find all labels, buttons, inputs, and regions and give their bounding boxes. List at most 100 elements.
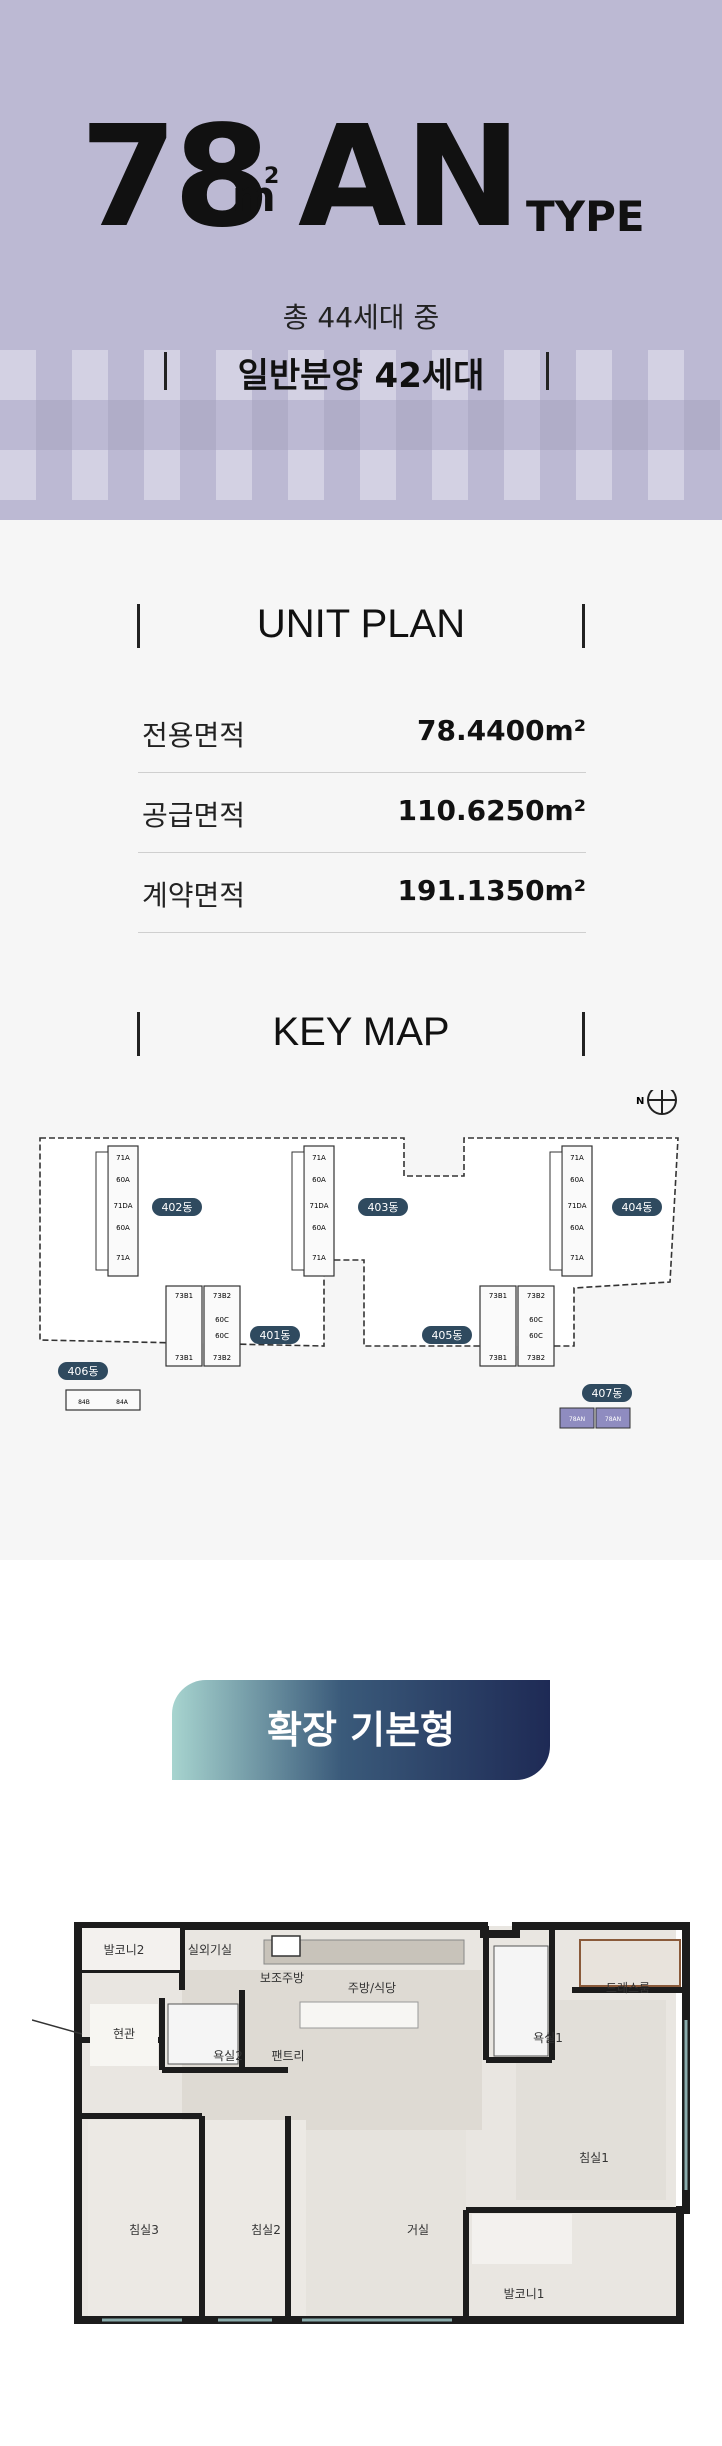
unit-tag: 71A	[312, 1154, 326, 1162]
room-label-living: 거실	[407, 2223, 429, 2237]
unit-tag: 60A	[312, 1176, 326, 1184]
north-compass-icon: N	[636, 1090, 677, 1115]
unit-tag: 84A	[116, 1399, 129, 1406]
building-402: 71A 60A 71DA 60A 71A 402동	[95, 1145, 202, 1277]
unit-tag: 60A	[116, 1176, 130, 1184]
room-label-pantry: 팬트리	[271, 2049, 304, 2063]
unit-tag: 71DA	[568, 1202, 587, 1210]
unit-tag: 60C	[529, 1316, 543, 1324]
unit-tag: 60C	[215, 1332, 229, 1340]
key-map-title: KEY MAP	[272, 1010, 450, 1054]
unit-tag: 60A	[116, 1224, 130, 1232]
area-row-supply: 공급면적 110.6250m²	[138, 772, 586, 853]
unit-tag: 60C	[529, 1332, 543, 1340]
room-label-bedroom3: 침실3	[129, 2223, 159, 2237]
checker-tile	[360, 350, 396, 400]
svg-text:N: N	[636, 1096, 644, 1107]
checker-tile	[180, 400, 216, 450]
checker-tile	[108, 400, 144, 450]
dressroom-shelf	[579, 1939, 681, 1987]
title-bar-right	[582, 1012, 585, 1056]
checker-tile	[36, 400, 72, 450]
type-letters: AN	[298, 96, 522, 259]
hero-header: 78 m 2 AN TYPE 총 44세대 중 일반분양 42세대	[0, 0, 722, 520]
checker-tile	[252, 400, 288, 450]
key-map: N 71A 60A 71DA 60A 71A 402동 71A 60A 71DA…	[39, 1090, 679, 1429]
checker-tile	[576, 450, 612, 500]
room-label-bathroom1: 욕실1	[533, 2031, 563, 2045]
size-number: 78	[80, 96, 271, 259]
checker-tile	[0, 350, 36, 400]
room-label-bedroom2: 침실2	[251, 2223, 281, 2237]
area-row-contract: 계약면적 191.1350m²	[138, 852, 586, 933]
checker-tile	[468, 400, 504, 450]
building-404: 71A 60A 71DA 60A 71A 404동	[549, 1145, 662, 1277]
living-floor	[290, 2130, 466, 2324]
unit-tag: 71A	[570, 1154, 584, 1162]
general-sale: 일반분양 42세대	[237, 356, 485, 396]
unit-tag: 71DA	[114, 1202, 133, 1210]
checker-tile	[648, 350, 684, 400]
unit-tag: 73B1	[489, 1292, 507, 1300]
building-tag: 405동	[431, 1329, 462, 1342]
unit-tag: 71A	[116, 1154, 130, 1162]
building-tag: 401동	[259, 1329, 290, 1342]
unit-tag: 73B1	[489, 1354, 507, 1362]
room-label-kitchen: 주방/식당	[348, 1981, 396, 1995]
building-406: 406동 84B 84A	[58, 1362, 141, 1411]
total-households: 총 44세대 중	[282, 301, 440, 334]
building-tag: 402동	[161, 1201, 192, 1214]
floor-plan: 발코니2 실외기실 보조주방 주방/식당 드레스룸 현관 욕실2 팬트리 욕실1…	[32, 1922, 690, 2324]
checker-tile	[540, 400, 576, 450]
room-label-balcony1: 발코니1	[504, 2287, 545, 2301]
balcony2	[82, 1928, 180, 1970]
checker-tile	[612, 400, 648, 450]
room-label-dressroom: 드레스룸	[606, 1981, 650, 1995]
type-word: TYPE	[526, 192, 645, 241]
checker-tile	[324, 400, 360, 450]
bathroom1	[493, 1945, 549, 2057]
area-value: 78.4400m²	[417, 714, 586, 747]
checker-tile	[504, 450, 540, 500]
checker-tile	[648, 450, 684, 500]
area-label: 전용면적	[142, 719, 246, 752]
title-bar-left	[137, 604, 140, 648]
unit-tag: 73B2	[213, 1292, 231, 1300]
checker-tile	[360, 450, 396, 500]
checker-tile	[72, 350, 108, 400]
title-bar-left	[137, 1012, 140, 1056]
checker-tile	[216, 450, 252, 500]
checker-tile	[216, 350, 252, 400]
area-value: 191.1350m²	[397, 874, 586, 907]
unit-tag: 84B	[78, 1399, 90, 1406]
unit-tag: 71A	[570, 1254, 584, 1262]
unit-tag: 73B2	[527, 1292, 545, 1300]
title-bar-right	[582, 604, 585, 648]
checker-tile	[144, 350, 180, 400]
checker-tile	[684, 400, 720, 450]
divider-bar	[164, 352, 167, 390]
area-label: 공급면적	[142, 799, 246, 832]
unit-tag-highlight: 78AN	[569, 1416, 585, 1423]
checker-tile	[288, 350, 324, 400]
room-label-bedroom1: 침실1	[579, 2151, 609, 2165]
entrance	[90, 2004, 158, 2066]
building-tag: 406동	[67, 1365, 98, 1378]
checker-tile	[396, 400, 432, 450]
building-401: 73B1 73B2 60C 60C 73B1 73B2 401동	[165, 1285, 300, 1367]
checker-tile	[504, 350, 540, 400]
checker-tile	[432, 450, 468, 500]
unit-tag: 73B2	[213, 1354, 231, 1362]
balcony1	[472, 2214, 572, 2264]
entrance-arrow-icon	[32, 2019, 83, 2035]
room-label-entrance: 현관	[113, 2027, 135, 2041]
room-label-balcony2: 발코니2	[104, 1943, 145, 1957]
building-tag: 403동	[367, 1201, 398, 1214]
checker-tile	[288, 450, 324, 500]
unit-tag: 60A	[312, 1224, 326, 1232]
checker-tile	[144, 450, 180, 500]
area-value: 110.6250m²	[397, 794, 586, 827]
area-label: 계약면적	[142, 879, 246, 912]
building-407: 407동 78AN 78AN	[559, 1384, 632, 1429]
unit-plan-title: UNIT PLAN	[256, 602, 466, 646]
